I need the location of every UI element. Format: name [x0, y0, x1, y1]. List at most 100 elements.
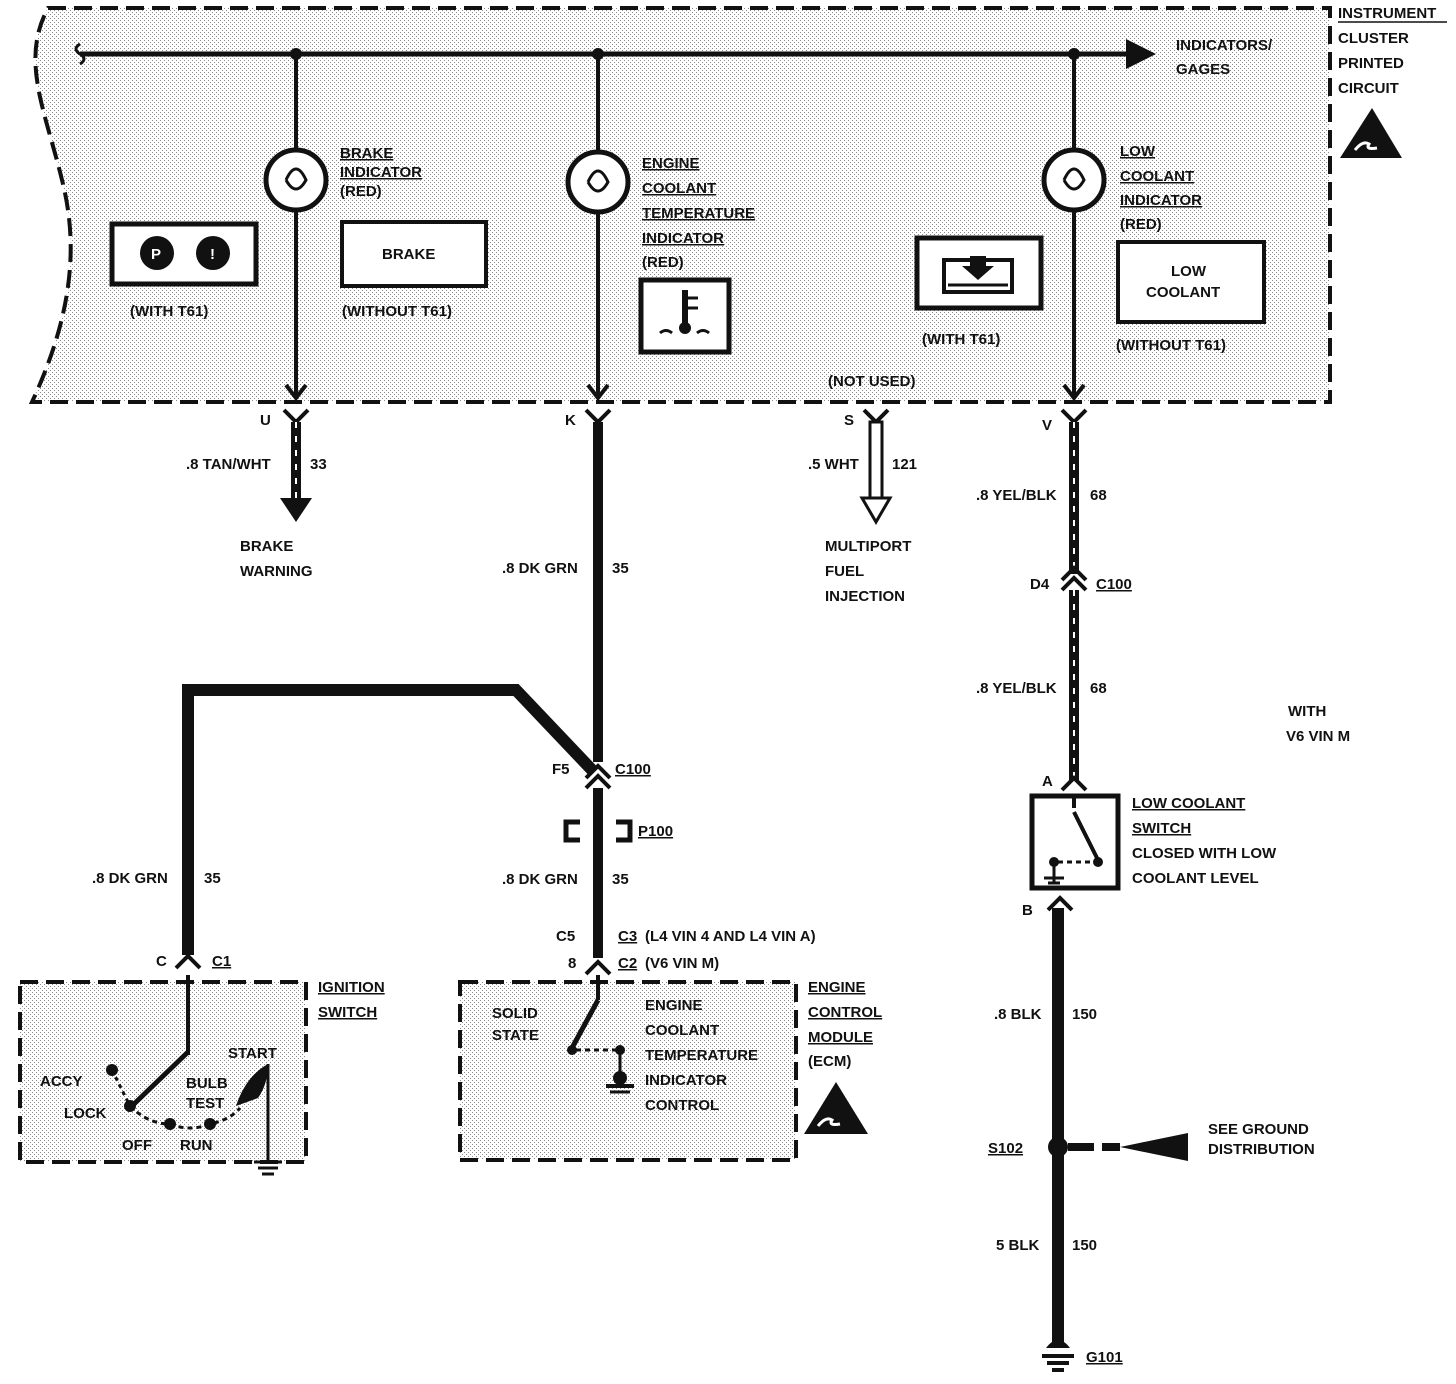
- conn-c3: C3: [618, 928, 637, 945]
- ect-bulb-icon: [565, 149, 631, 215]
- lc-color: (RED): [1120, 216, 1162, 233]
- conn-c5: C5: [556, 928, 575, 945]
- p100-clip: [563, 819, 580, 843]
- conn-c100-a: C100: [1096, 576, 1132, 593]
- gnd-lower-color: 5 BLK: [996, 1237, 1040, 1254]
- with-v6-2: V6 VIN M: [1286, 728, 1350, 745]
- ground-g101-icon: [1042, 1340, 1074, 1372]
- ground-g101: G101: [1086, 1349, 1123, 1366]
- lc-box-text-2: COOLANT: [1146, 284, 1220, 301]
- mfi-arrow: [859, 496, 893, 525]
- conn-p100: P100: [638, 823, 673, 840]
- ign-start: START: [228, 1045, 277, 1062]
- low-coolant-icon: [914, 235, 1044, 311]
- ecm-title-2: CONTROL: [808, 1004, 882, 1021]
- mfi-wire-circuit: 121: [892, 456, 917, 473]
- conn-c100-b: C100: [615, 761, 651, 778]
- brake-with-label: (WITH T61): [130, 303, 208, 320]
- lc-with-label: (WITH T61): [922, 331, 1000, 348]
- ecm-title-1: ENGINE: [808, 979, 866, 996]
- conn-b: B: [1022, 902, 1033, 919]
- brake-bulb-icon: [263, 147, 329, 213]
- brake-dest-1: BRAKE: [240, 538, 293, 555]
- ect-name-4: INDICATOR: [642, 230, 724, 247]
- cluster-title-3: PRINTED: [1338, 55, 1404, 72]
- gnd-upper-circuit: 150: [1072, 1006, 1097, 1023]
- brake-dest-2: WARNING: [240, 563, 313, 580]
- lc-name-1: LOW: [1120, 143, 1156, 160]
- cluster-title-4: CIRCUIT: [1338, 80, 1399, 97]
- mfi-dest-2: FUEL: [825, 563, 864, 580]
- brake-color: (RED): [340, 183, 382, 200]
- ect-upper-circuit: 35: [612, 560, 629, 577]
- conn-c2-note: (V6 VIN M): [645, 955, 719, 972]
- ign-wire-color: .8 DK GRN: [92, 870, 168, 887]
- brake-park-icon: P !: [109, 221, 259, 287]
- bus-label-2: GAGES: [1176, 61, 1230, 78]
- brake-name-2: INDICATOR: [340, 164, 422, 181]
- brake-box-text: BRAKE: [382, 246, 435, 263]
- ignition-wire: [182, 684, 597, 955]
- wires: U K S V .8 TAN/WHT 33 BRAKE WARNING .8 D…: [92, 408, 1350, 1372]
- ecm-ctrl-3: TEMPERATURE: [645, 1047, 758, 1064]
- ecm-ctrl-5: CONTROL: [645, 1097, 719, 1114]
- ign-bulb: BULB: [186, 1075, 228, 1092]
- terminal-s: S: [844, 412, 854, 429]
- terminal-v: V: [1042, 417, 1052, 434]
- ign-lock: LOCK: [64, 1105, 107, 1122]
- ecm-ctrl-2: COOLANT: [645, 1022, 719, 1039]
- ect-name-3: TEMPERATURE: [642, 205, 755, 222]
- conn-c2: C2: [618, 955, 637, 972]
- lc-name-3: INDICATOR: [1120, 192, 1202, 209]
- svg-text:P: P: [151, 246, 161, 263]
- ground-dist-1: SEE GROUND: [1208, 1121, 1309, 1138]
- svg-text:!: !: [210, 246, 215, 263]
- lc-name-2: COOLANT: [1120, 168, 1194, 185]
- conn-c: C: [156, 953, 167, 970]
- conn-c1: C1: [212, 953, 231, 970]
- gnd-lower-circuit: 150: [1072, 1237, 1097, 1254]
- bus-label-1: INDICATORS/: [1176, 37, 1273, 54]
- cluster-title-2: CLUSTER: [1338, 30, 1409, 47]
- mfi-wire-color: .5 WHT: [808, 456, 859, 473]
- lc-box-text-1: LOW: [1171, 263, 1207, 280]
- conn-c3-note: (L4 VIN 4 AND L4 VIN A): [645, 928, 816, 945]
- lc-without-label: (WITHOUT T61): [1116, 337, 1226, 354]
- gnd-upper-color: .8 BLK: [994, 1006, 1042, 1023]
- ground-dist-arrow: [1120, 1133, 1188, 1161]
- brake-arrow: [280, 498, 312, 522]
- ecm-ctrl-4: INDICATOR: [645, 1072, 727, 1089]
- conn-a: A: [1042, 773, 1053, 790]
- ign-test: TEST: [186, 1095, 224, 1112]
- ecm-esd-icon: [804, 1082, 868, 1134]
- terminal-k: K: [565, 412, 576, 429]
- ecm-title-3: MODULE: [808, 1029, 873, 1046]
- ign-off: OFF: [122, 1137, 152, 1154]
- ect-lower-color: .8 DK GRN: [502, 871, 578, 888]
- ign-accy: ACCY: [40, 1073, 83, 1090]
- conn-8: 8: [568, 955, 576, 972]
- brake-wire-color: .8 TAN/WHT: [186, 456, 271, 473]
- instrument-cluster: P ! INSTRUMENT CLUSTER PRINTED CIRCUIT: [28, 5, 1447, 404]
- lcs-4: COOLANT LEVEL: [1132, 870, 1259, 887]
- conn-f5: F5: [552, 761, 570, 778]
- ign-run: RUN: [180, 1137, 213, 1154]
- ect-upper-color: .8 DK GRN: [502, 560, 578, 577]
- mfi-dest-1: MULTIPORT: [825, 538, 911, 555]
- ect-color: (RED): [642, 254, 684, 271]
- splice-s102-dot: [1048, 1137, 1068, 1157]
- low-coolant-text-box: [1116, 240, 1266, 324]
- coolant-temp-icon: [638, 277, 732, 355]
- lc-upper-circuit: 68: [1090, 487, 1107, 504]
- conn-d4: D4: [1030, 576, 1050, 593]
- lc-upper-color: .8 YEL/BLK: [976, 487, 1057, 504]
- brake-without-label: (WITHOUT T61): [342, 303, 452, 320]
- ecm-ctrl-1: ENGINE: [645, 997, 703, 1014]
- lcs-3: CLOSED WITH LOW: [1132, 845, 1277, 862]
- lcs-2: SWITCH: [1132, 820, 1191, 837]
- with-v6-1: WITH: [1288, 703, 1326, 720]
- terminal-u: U: [260, 412, 271, 429]
- mfi-dest-3: INJECTION: [825, 588, 905, 605]
- bus-start-squiggle: [74, 42, 86, 66]
